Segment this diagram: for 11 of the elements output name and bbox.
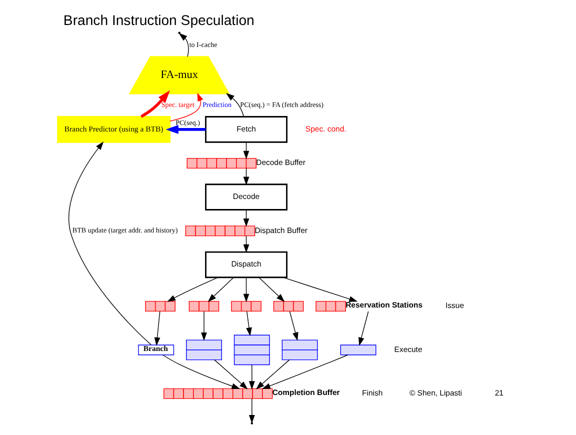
label: Execute	[394, 344, 422, 354]
diagram-title: Branch Instruction Speculation	[63, 12, 254, 28]
label: 21	[494, 388, 504, 398]
label: Finish	[362, 388, 383, 398]
node-label: Decode Buffer	[256, 158, 306, 168]
node-label: Completion Buffer	[272, 388, 340, 397]
node-label: Dispatch Buffer	[254, 226, 308, 235]
label: Spec. cond.	[305, 124, 346, 134]
node-label: Reservation Stations	[346, 300, 423, 310]
label: Issue	[446, 301, 464, 310]
label: © Shen, Lipasti	[409, 388, 462, 398]
